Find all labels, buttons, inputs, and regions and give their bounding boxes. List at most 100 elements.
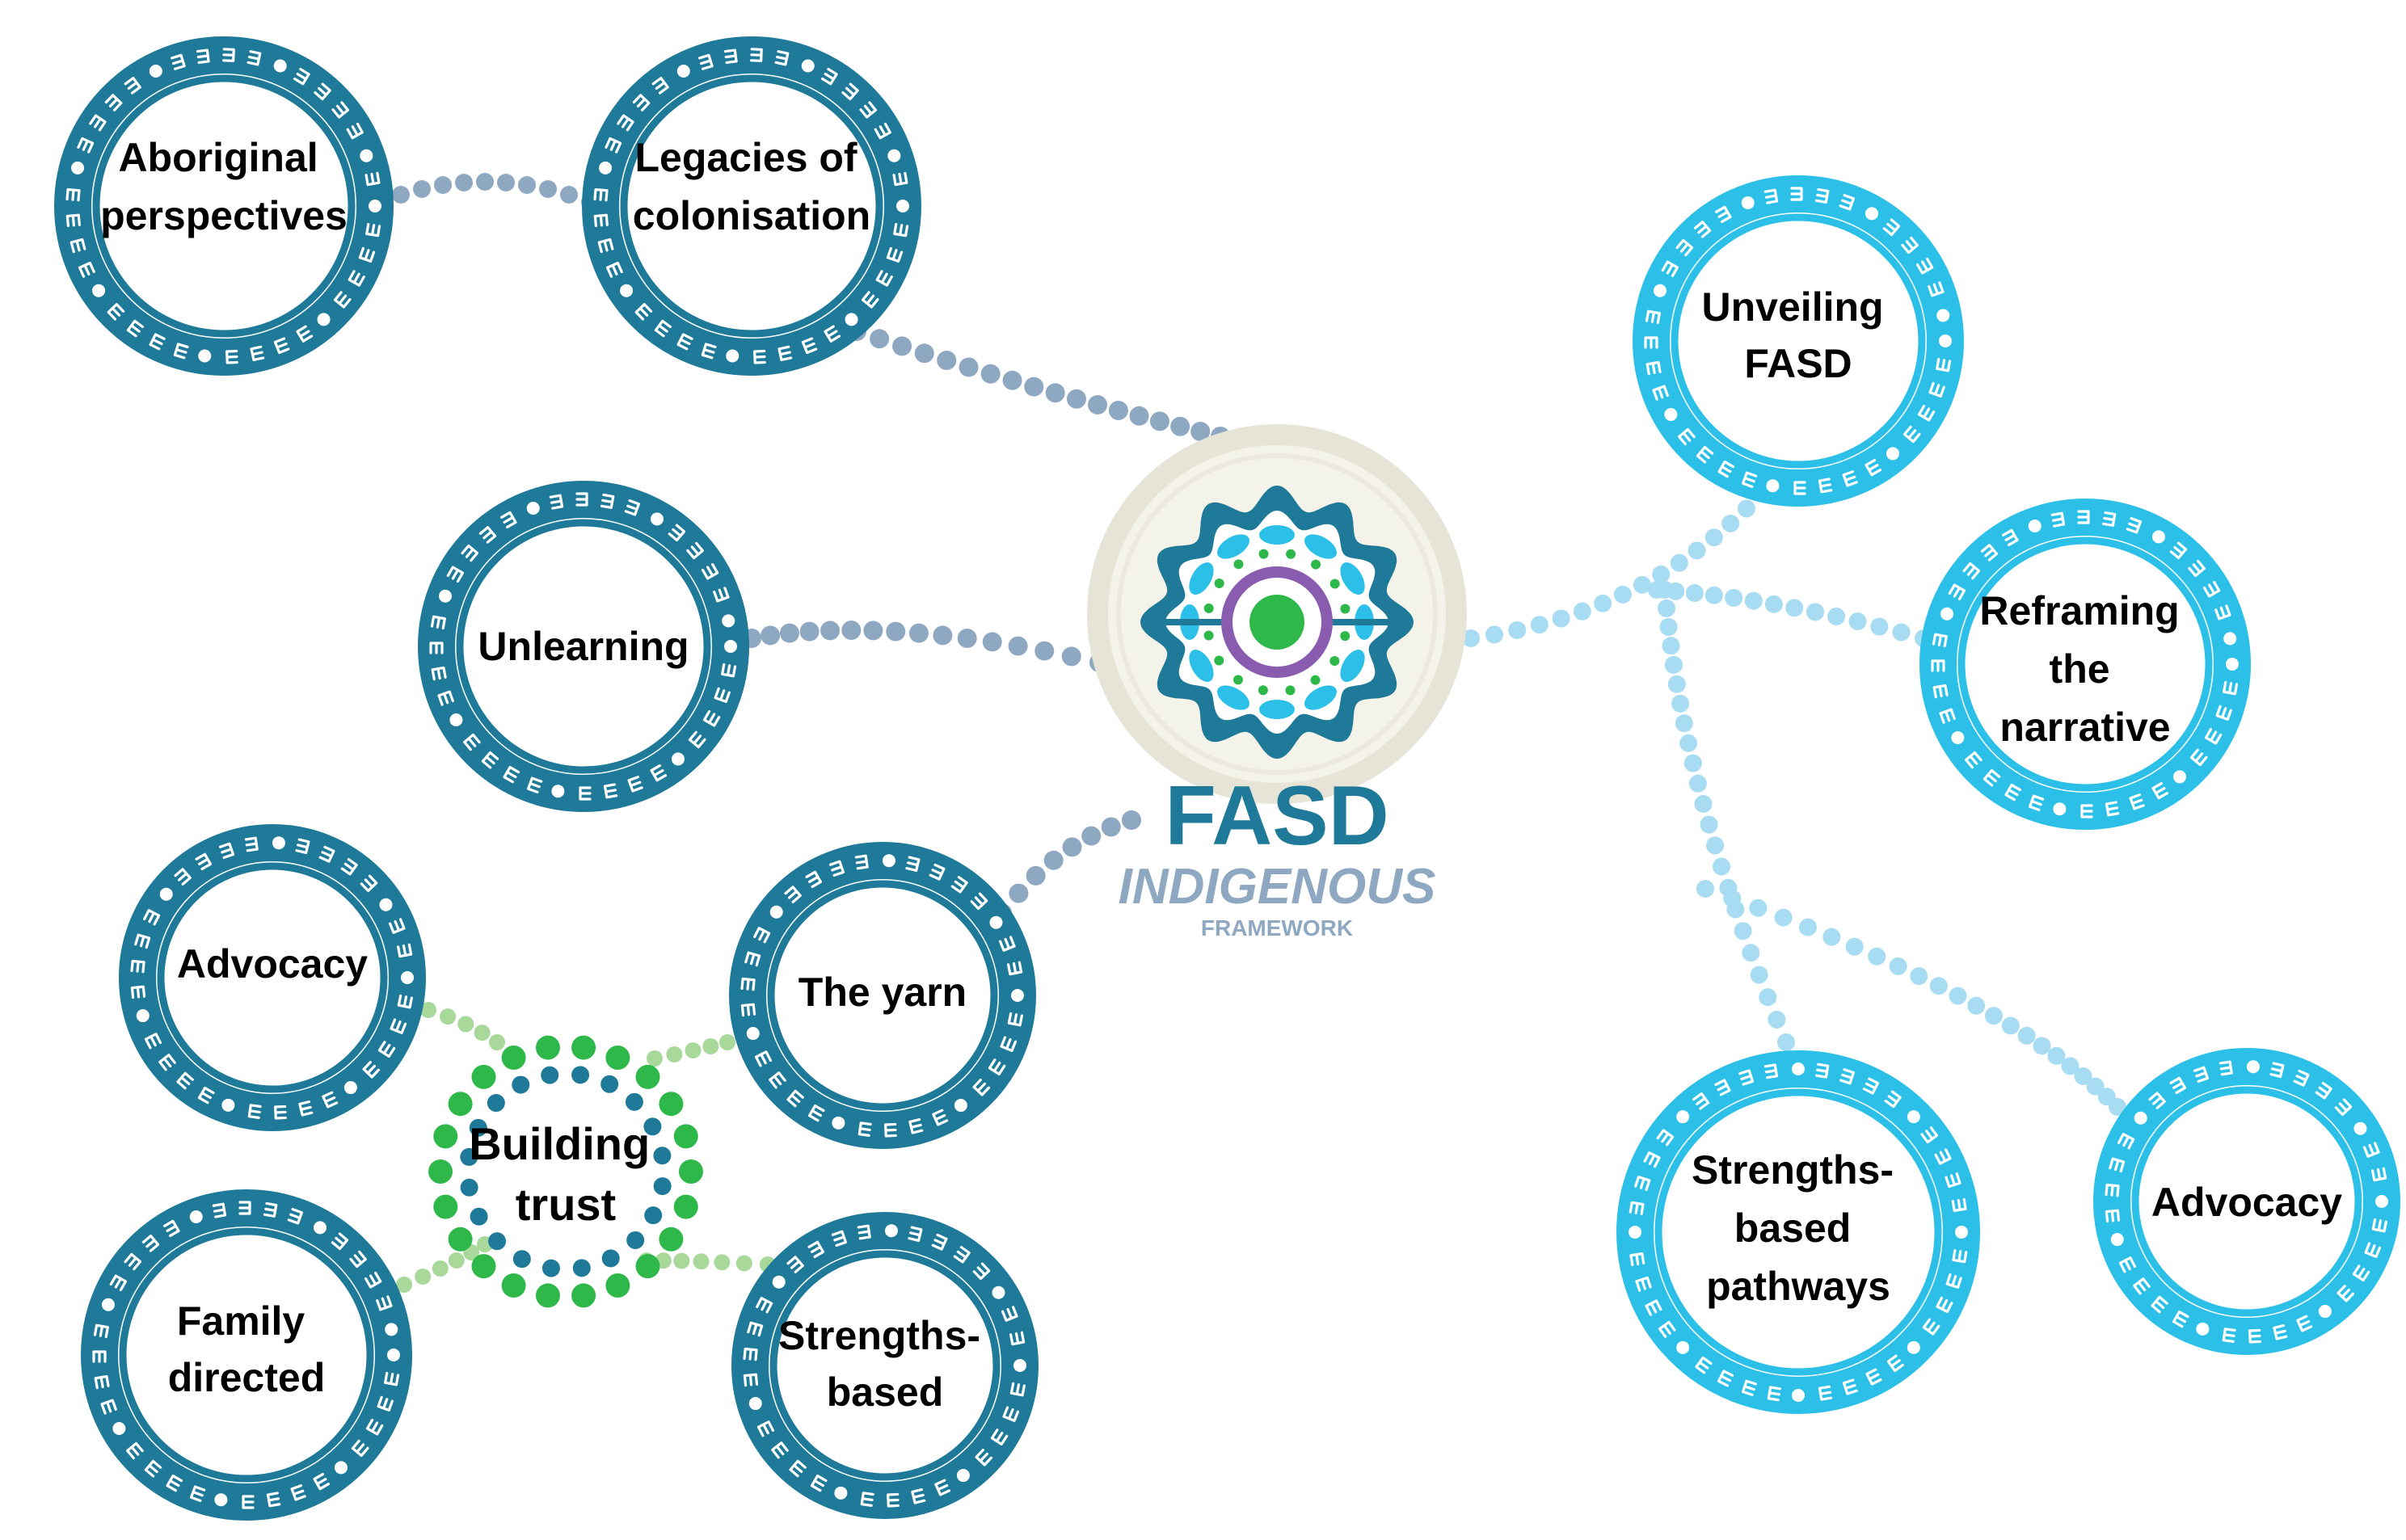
node-ring-glyph [2296, 1315, 2313, 1332]
node-ring-glyph [1818, 478, 1833, 494]
node-ring-glyph [1658, 1320, 1676, 1338]
node-ring-glyph [314, 82, 331, 101]
node-ring-glyph [2371, 1218, 2387, 1233]
node-ring-glyph-mark [250, 345, 265, 362]
connector-dot [2017, 1026, 2036, 1045]
node-ring-glyph-mark [143, 909, 161, 926]
node-ring-glyph-mark [2296, 1315, 2313, 1332]
connector-dot [1700, 815, 1718, 834]
connector-dot [1149, 411, 1169, 431]
connector-dot [1721, 514, 1740, 532]
node-ring-glyph-mark [1936, 1296, 1953, 1314]
node-ring-glyph [624, 499, 641, 516]
node-ring-glyph [893, 222, 909, 238]
node-ring-glyph [1717, 1370, 1734, 1387]
node-ring-glyph-mark [714, 687, 731, 704]
node-ring-glyph-mark [1818, 1385, 1833, 1401]
node-ring-glyph [777, 345, 793, 362]
node-ring-glyph [134, 933, 151, 949]
node-ring-glyph [1932, 684, 1949, 699]
node-ring-inner-line [1957, 536, 2213, 792]
connector-dot [1768, 1010, 1786, 1029]
node-ring-glyph-mark [769, 1071, 786, 1089]
node-ring-glyph [931, 1233, 948, 1251]
node-ring-glyph [2248, 1328, 2261, 1344]
node-ring-glyph-mark [1009, 1331, 1026, 1346]
node-ring-glyph [875, 270, 893, 287]
node-ring-glyph-mark [2118, 1256, 2137, 1273]
node-ring-glyph [176, 1071, 194, 1090]
node-ring-glyph-mark [141, 1235, 160, 1252]
node-ring-glyph [1920, 1126, 1939, 1144]
node-unveiling-fasd-line-2: FASD [1744, 341, 1852, 386]
node-ring-glyph-mark [721, 663, 737, 678]
node-ring-glyph-mark [2202, 580, 2221, 598]
node-ring-glyph [1902, 425, 1921, 444]
node-ring-inner-line [92, 74, 356, 338]
connector-dot [1671, 694, 1690, 713]
node-ring-glyph [104, 94, 123, 112]
trust-outer-dot [535, 1283, 560, 1308]
node-ring-dot [317, 313, 331, 326]
node-ring-glyph [605, 137, 622, 154]
node-ring-glyph [2273, 1324, 2288, 1340]
node-legacies-of-colonisation: Legacies of colonisation [582, 36, 921, 376]
node-ring-glyph [1948, 583, 1966, 601]
node-ring-glyph [2188, 559, 2206, 578]
node-ring-glyph [222, 48, 235, 62]
logo-green-dot [1286, 549, 1296, 559]
connector-dot [1723, 889, 1742, 907]
logo-green-dot [1233, 559, 1244, 570]
node-ring-glyph [2151, 781, 2169, 800]
logo-petal [1189, 650, 1214, 682]
connector-dot [841, 621, 862, 640]
node-building-trust: Building trust [428, 1035, 703, 1308]
connector-dot [1910, 967, 1928, 986]
node-ring-glyph [503, 765, 520, 784]
node-ring-glyph-mark [273, 337, 290, 355]
node-ring-glyph-mark [1818, 478, 1833, 494]
node-ring-glyph [2370, 1167, 2387, 1182]
connector-dot [440, 1008, 457, 1025]
svg-text:Strengths- based p: Strengths- based pathways [1692, 1147, 1905, 1309]
node-ring-glyph-mark [189, 1485, 206, 1502]
node-ring-glyph-mark [1928, 381, 1945, 398]
node-ring-glyph-mark [2077, 510, 2090, 524]
node-ring-dot [343, 1081, 357, 1095]
trust-inner-dot [571, 1066, 590, 1084]
node-ring-glyph [824, 325, 841, 343]
node-ring-dot [1907, 1340, 1920, 1354]
node-ring-glyph-mark [225, 349, 238, 364]
node-ring-glyph [124, 77, 141, 95]
node-ring-glyph-mark [887, 1492, 900, 1508]
node-ring-inner-line [456, 519, 711, 774]
node-ring-glyph-mark [875, 270, 893, 287]
node-ring-glyph [1692, 1092, 1710, 1110]
node-ring-glyph [396, 943, 413, 958]
node-ring-glyph-mark [686, 541, 704, 560]
node-ring-glyph [109, 1274, 128, 1292]
connector-dot [1594, 594, 1612, 612]
node-ring-inner-line [1671, 213, 1926, 469]
node-family-directed-line-1: Family [177, 1298, 305, 1344]
connector-dot [1034, 641, 1055, 661]
node-ring-glyph [841, 82, 859, 101]
node-ring-glyph-mark [295, 838, 310, 855]
node-ring-glyph [263, 1201, 278, 1218]
node-ring-glyph-mark [331, 1232, 349, 1251]
node-ring-glyph-mark [807, 1104, 825, 1122]
node-ring-glyph-mark [2214, 604, 2231, 621]
trust-outer-dot [673, 1124, 698, 1149]
connector-dot [2001, 1016, 2020, 1035]
node-ring-glyph [2204, 727, 2223, 745]
connector-dot [1949, 987, 1967, 1005]
node-ring-glyph-mark [1692, 1092, 1710, 1110]
node-ring-glyph [1009, 1331, 1026, 1346]
node-ring-glyph-mark [431, 666, 447, 681]
node-ring-glyph-mark [2352, 1264, 2370, 1282]
node-ring-glyph [632, 94, 651, 112]
node-ring-glyph [2105, 1183, 2120, 1197]
connector-dot [1683, 754, 1702, 772]
node-ring-glyph [463, 733, 481, 751]
node-ring-glyph-mark [89, 114, 107, 132]
